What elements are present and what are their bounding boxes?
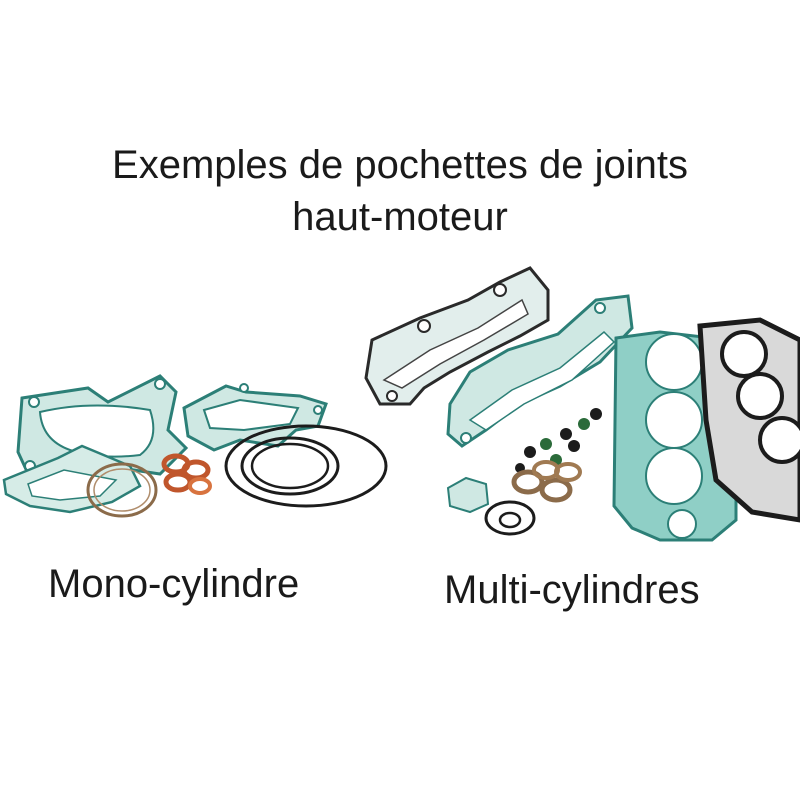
caption-multi-cylindres: Multi-cylindres	[444, 568, 700, 612]
multi-cylinder-gasket-set	[364, 266, 800, 542]
mono-copper-seals	[161, 453, 212, 495]
page-title-line-1: Exemples de pochettes de joints	[112, 143, 688, 187]
mono-o-rings	[224, 424, 388, 508]
multi-valve-seals	[515, 408, 602, 473]
multi-head-gasket-dark	[697, 317, 800, 523]
multi-o-ring	[484, 500, 536, 536]
page-title-line-2: haut-moteur	[292, 195, 508, 239]
multi-copper-washers	[511, 460, 582, 503]
mono-round-gasket	[86, 462, 158, 518]
mono-cylinder-gasket-set	[2, 374, 388, 518]
caption-mono-cylindre: Mono-cylindre	[48, 562, 300, 606]
multi-small-gasket	[446, 476, 490, 514]
